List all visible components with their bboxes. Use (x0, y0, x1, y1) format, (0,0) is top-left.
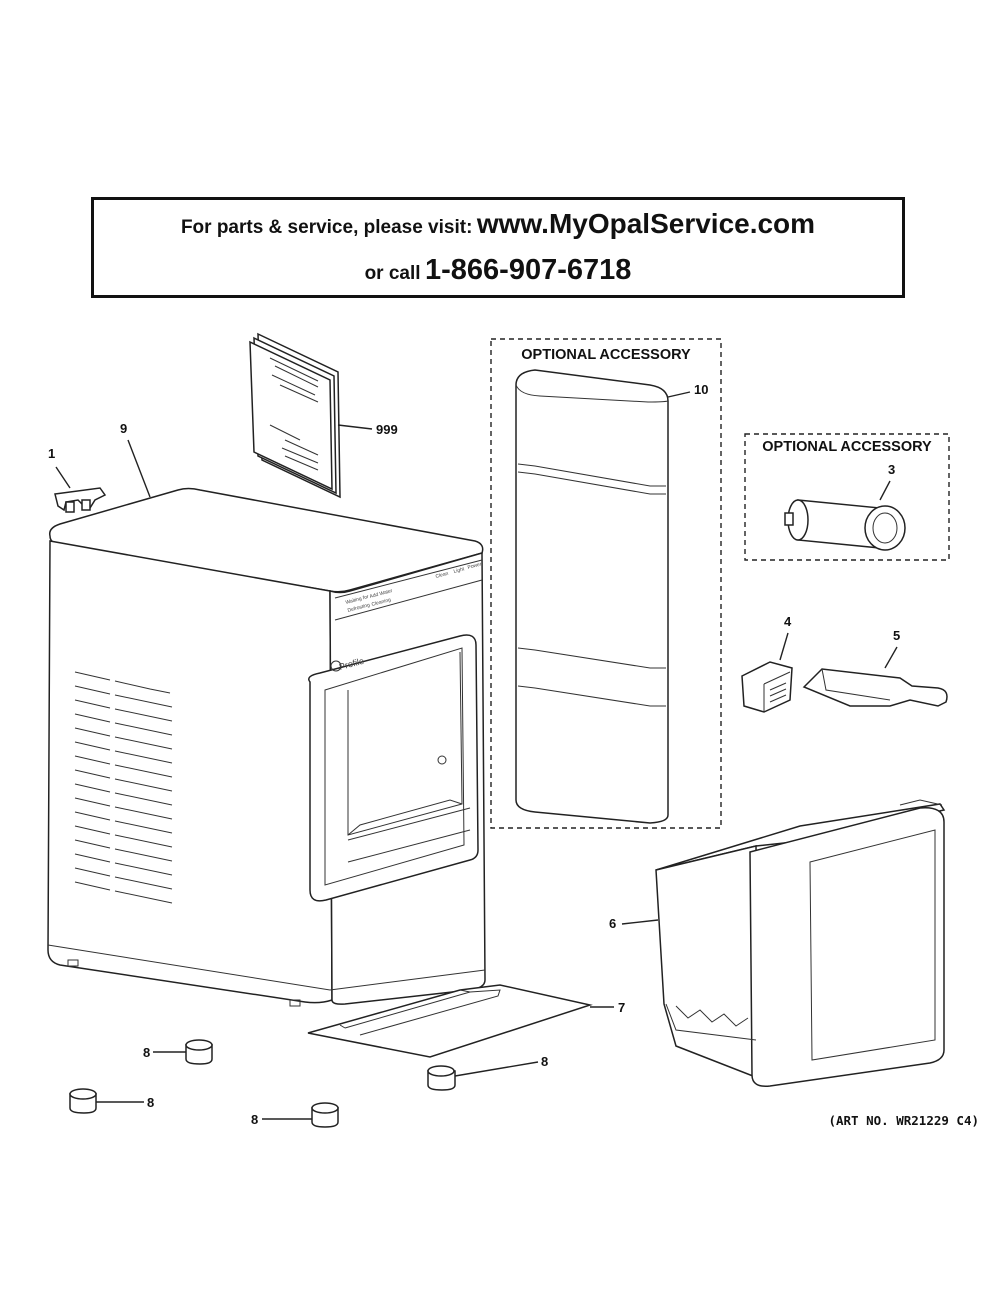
callout-999: 999 (376, 422, 398, 437)
service-info-box: For parts & service, please visit: www.M… (91, 197, 905, 298)
callout-1: 1 (48, 446, 55, 461)
brand-logo-icon (330, 660, 342, 672)
ice-bin-part[interactable] (655, 799, 946, 1088)
manual-part[interactable] (249, 332, 341, 499)
callout-4: 4 (784, 614, 792, 629)
callout-10: 10 (694, 382, 708, 397)
drip-tray-part[interactable] (307, 984, 593, 1058)
service-website[interactable]: www.MyOpalService.com (476, 208, 816, 239)
service-phone[interactable]: 1-866-907-6718 (425, 254, 632, 286)
callout-8-c: 8 (147, 1095, 154, 1110)
clip-part[interactable] (54, 487, 107, 513)
side-vents (74, 671, 173, 904)
callout-3: 3 (888, 462, 895, 477)
service-visit-line: For parts & service, please visit: www.M… (94, 208, 902, 240)
main-cabinet-part[interactable] (47, 487, 486, 1007)
service-call-line: or call 1-866-907-6718 (94, 254, 902, 287)
callout-5: 5 (893, 628, 900, 643)
callout-9: 9 (120, 421, 127, 436)
callout-8-a: 8 (143, 1045, 150, 1060)
foot-part-a[interactable] (185, 1039, 213, 1065)
callout-7: 7 (618, 1000, 625, 1015)
side-tank-part[interactable] (515, 369, 669, 824)
ice-scoop-part[interactable] (802, 668, 948, 707)
art-number: (ART NO. WR21229 C4) (828, 1113, 979, 1128)
service-visit-prefix: For parts & service, please visit: (180, 217, 473, 238)
scoop-holder-part[interactable] (741, 661, 793, 713)
panel-clean: Clean (435, 571, 449, 580)
filter-cartridge-part[interactable] (784, 499, 906, 551)
panel-defrosting: Defrosting (347, 602, 371, 614)
foot-part-c[interactable] (69, 1088, 97, 1114)
panel-light: Light (453, 566, 466, 575)
foot-part-d[interactable] (311, 1102, 339, 1128)
foot-part-b[interactable] (427, 1065, 456, 1091)
service-call-prefix: or call (364, 263, 421, 284)
callout-8-d: 8 (251, 1112, 258, 1127)
callout-8-b: 8 (541, 1054, 548, 1069)
panel-add-water: Add Water (369, 588, 394, 600)
panel-cleaning: Cleaning (371, 597, 392, 608)
optional-accessory-title-2: OPTIONAL ACCESSORY (762, 439, 932, 455)
callout-6: 6 (609, 916, 616, 931)
panel-power: Power (467, 561, 483, 571)
optional-accessory-title: OPTIONAL ACCESSORY (521, 347, 691, 363)
optional-accessory-box-3 (744, 433, 950, 561)
